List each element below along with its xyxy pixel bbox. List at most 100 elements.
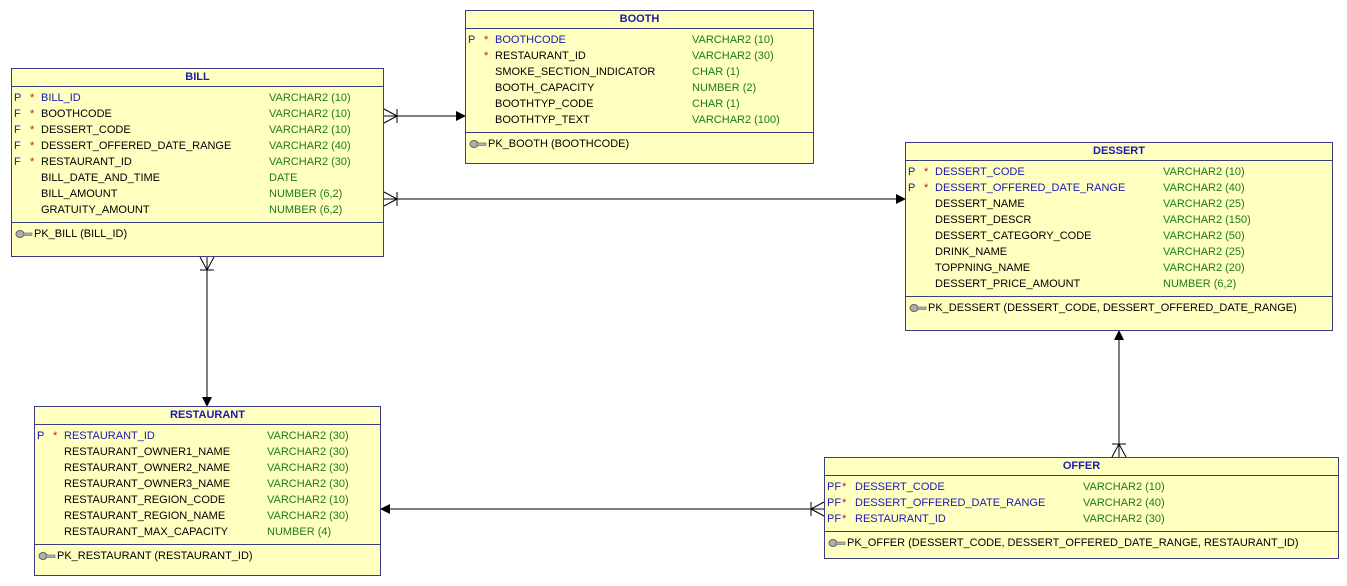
required-marker: *: [30, 124, 35, 136]
required-marker: *: [842, 497, 847, 509]
column-row: BOOTHTYP_TEXT VARCHAR2 (100): [466, 112, 813, 128]
required-marker: *: [484, 50, 489, 62]
required-marker: *: [842, 481, 847, 493]
column-name: DESSERT_CODE: [41, 124, 131, 136]
column-type: VARCHAR2 (40): [269, 140, 351, 152]
key-icon: [469, 140, 487, 148]
column-name: DESSERT_OFFERED_DATE_RANGE: [935, 182, 1126, 194]
column-name: RESTAURANT_ID: [855, 513, 946, 525]
key-flag: P: [908, 166, 916, 178]
column-type: VARCHAR2 (10): [1163, 166, 1245, 178]
column-list: P * DESSERT_CODE VARCHAR2 (10) P * DESSERT_OFF…: [906, 161, 1332, 297]
column-type: VARCHAR2 (30): [692, 50, 774, 62]
key-icon: [38, 552, 56, 560]
column-name: RESTAURANT_ID: [41, 156, 132, 168]
column-name: BOOTHTYP_CODE: [495, 98, 594, 110]
required-marker: *: [53, 430, 58, 442]
column-type: NUMBER (4): [267, 526, 332, 538]
column-name: DESSERT_DESCR: [935, 214, 1032, 226]
column-type: VARCHAR2 (30): [267, 462, 349, 474]
key-flag: P: [14, 92, 22, 104]
relationship-bill-restaurant: [199, 256, 215, 407]
entity-title: BOOTH: [466, 11, 813, 29]
column-type: NUMBER (2): [692, 82, 757, 94]
column-name: RESTAURANT_OWNER1_NAME: [64, 446, 231, 458]
key-flag: P: [468, 34, 476, 46]
column-name: DESSERT_OFFERED_DATE_RANGE: [41, 140, 232, 152]
key-flag: PF: [827, 497, 842, 509]
column-type: VARCHAR2 (10): [692, 34, 774, 46]
column-type: NUMBER (6,2): [269, 188, 343, 200]
column-row: RESTAURANT_MAX_CAPACITY NUMBER (4): [35, 524, 380, 540]
column-type: VARCHAR2 (30): [269, 156, 351, 168]
primary-key-row: PK_OFFER (DESSERT_CODE, DESSERT_OFFERED_…: [825, 532, 1338, 554]
required-marker: *: [924, 182, 929, 194]
column-name: DRINK_NAME: [935, 246, 1008, 258]
column-type: VARCHAR2 (30): [267, 446, 349, 458]
column-type: VARCHAR2 (20): [1163, 262, 1245, 274]
entity-title: BILL: [12, 69, 383, 87]
column-name: RESTAURANT_REGION_CODE: [64, 494, 226, 506]
key-flag: P: [908, 182, 916, 194]
column-type: VARCHAR2 (30): [267, 430, 349, 442]
required-marker: *: [30, 140, 35, 152]
column-name: BILL_DATE_AND_TIME: [41, 172, 161, 184]
column-name: RESTAURANT_MAX_CAPACITY: [64, 526, 229, 538]
column-type: VARCHAR2 (50): [1163, 230, 1245, 242]
primary-key-label: PK_OFFER (DESSERT_CODE, DESSERT_OFFERED_…: [847, 537, 1299, 549]
column-type: NUMBER (6,2): [269, 204, 343, 216]
column-name: BILL_ID: [41, 92, 81, 104]
required-marker: *: [30, 156, 35, 168]
required-marker: *: [924, 166, 929, 178]
column-name: DESSERT_CODE: [935, 166, 1025, 178]
column-type: VARCHAR2 (30): [267, 510, 349, 522]
column-type: VARCHAR2 (100): [692, 114, 780, 126]
required-marker: *: [30, 92, 35, 104]
key-icon: [828, 539, 846, 547]
primary-key-label: PK_BOOTH (BOOTHCODE): [488, 138, 630, 150]
key-flag: P: [37, 430, 45, 442]
column-name: DESSERT_NAME: [935, 198, 1025, 210]
column-type: VARCHAR2 (10): [1083, 481, 1165, 493]
column-type: VARCHAR2 (10): [269, 108, 351, 120]
key-icon: [15, 230, 33, 238]
column-type: NUMBER (6,2): [1163, 278, 1237, 290]
column-name: BOOTHCODE: [495, 34, 566, 46]
key-icon: [909, 304, 927, 312]
relationship-offer-restaurant: [380, 501, 825, 517]
key-flag: PF: [827, 481, 842, 493]
column-name: SMOKE_SECTION_INDICATOR: [495, 66, 656, 78]
column-row: RESTAURANT_OWNER1_NAME VARCHAR2 (30): [35, 444, 380, 460]
primary-key-label: PK_RESTAURANT (RESTAURANT_ID): [57, 550, 253, 562]
column-type: VARCHAR2 (10): [269, 124, 351, 136]
column-row: DESSERT_CATEGORY_CODE VARCHAR2 (50): [906, 228, 1332, 244]
primary-key-row: PK_DESSERT (DESSERT_CODE, DESSERT_OFFERE…: [906, 297, 1332, 319]
column-name: BOOTHTYP_TEXT: [495, 114, 590, 126]
column-type: VARCHAR2 (25): [1163, 198, 1245, 210]
column-name: DESSERT_CATEGORY_CODE: [935, 230, 1092, 242]
required-marker: *: [842, 513, 847, 525]
column-name: RESTAURANT_OWNER2_NAME: [64, 462, 231, 474]
entity-title: RESTAURANT: [35, 407, 380, 425]
primary-key-label: PK_BILL (BILL_ID): [34, 228, 128, 240]
